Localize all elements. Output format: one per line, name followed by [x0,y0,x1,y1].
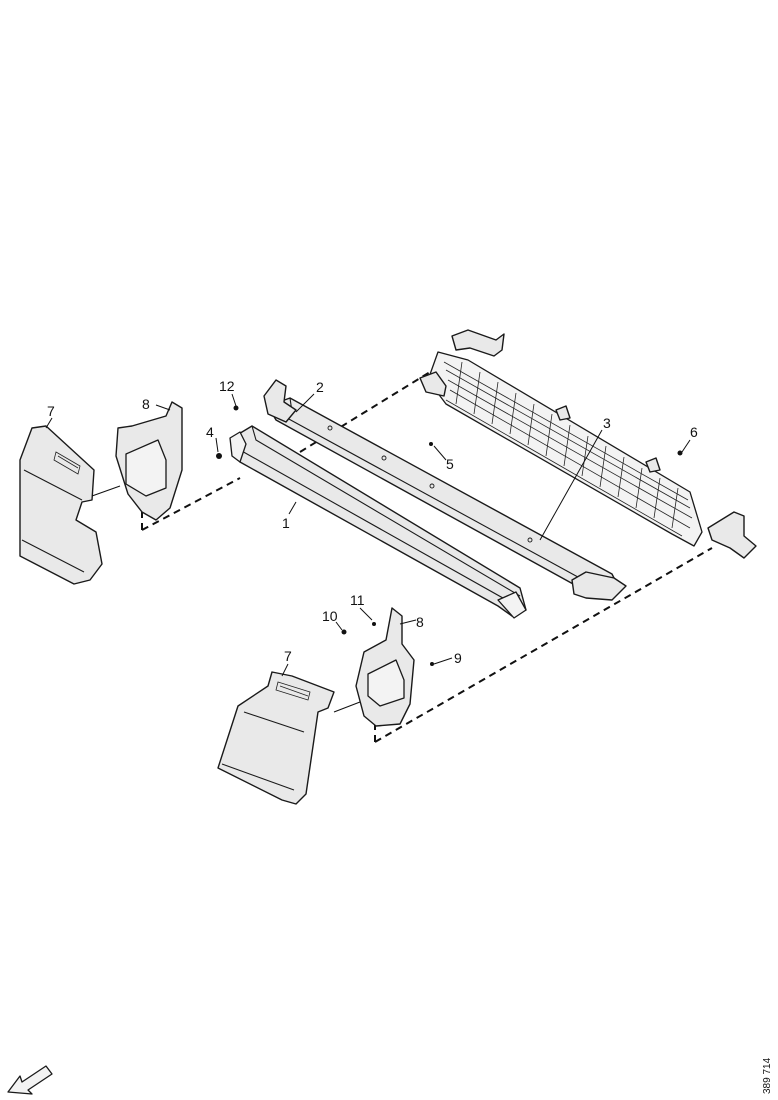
callout-1: 1 [282,515,290,531]
direction-arrow-icon [7,1065,53,1095]
callout-6: 6 [690,424,698,440]
callout-3: 3 [603,415,611,431]
callout-10: 10 [322,608,338,624]
part-7-air-duct-right [217,671,335,805]
callout-9: 9 [454,650,462,666]
callout-7-upper: 7 [47,403,55,419]
part-1-beam [229,425,527,619]
fasteners [216,405,683,666]
callout-11: 11 [350,592,365,608]
callout-2: 2 [316,379,324,395]
part-7-air-duct-left [19,425,103,585]
callout-8-lower: 8 [416,614,424,630]
leader-lines [45,393,691,713]
part-2-rail [263,379,627,601]
callout-12: 12 [219,378,235,394]
callout-7-lower: 7 [284,648,292,664]
callout-labels: 1 2 3 4 5 6 7 7 8 8 9 10 11 12 [47,378,698,666]
callout-5: 5 [446,456,454,472]
part-3-grille [419,329,757,559]
part-8-bracket-right [355,607,415,727]
part-8-bracket-left [115,401,183,521]
reference-number: 389 714 [762,1057,773,1094]
callout-8-upper: 8 [142,396,150,412]
callout-4: 4 [206,424,214,440]
